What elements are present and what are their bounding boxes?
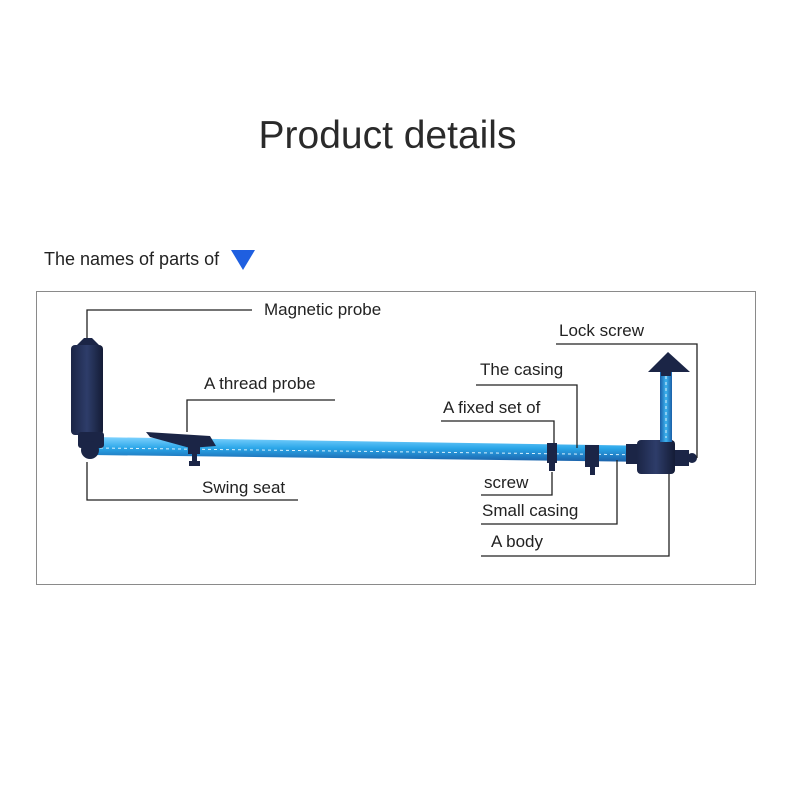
- label-swing-seat: Swing seat: [202, 478, 286, 497]
- page-title: Product details: [258, 114, 517, 157]
- label-fixed-set: A fixed set of: [443, 398, 541, 417]
- label-casing: The casing: [480, 360, 564, 379]
- leader-fixed-set: [441, 420, 555, 443]
- leader-swing-seat: [86, 462, 298, 501]
- magnetic-probe-part: [71, 338, 104, 459]
- vertical-rod: [660, 372, 672, 442]
- subtitle-text: The names of parts of: [44, 248, 220, 269]
- leader-lock-screw: [556, 343, 698, 458]
- triangle-down-icon: [231, 250, 256, 270]
- label-body: A body: [491, 532, 543, 551]
- fixed-set-part: [547, 443, 557, 471]
- leader-screw: [481, 472, 553, 496]
- leader-body: [481, 474, 670, 557]
- small-casing-part: [585, 444, 638, 475]
- body-part: [637, 440, 697, 474]
- label-magnetic-probe: Magnetic probe: [264, 300, 382, 319]
- label-small-casing: Small casing: [482, 501, 579, 520]
- leader-small-casing: [481, 460, 618, 525]
- thread-probe-part: [146, 432, 216, 466]
- diagram-panel: [36, 291, 756, 585]
- lock-screw-part: [648, 352, 690, 376]
- leader-casing: [476, 384, 578, 448]
- leader-thread-probe: [186, 399, 335, 432]
- label-screw: screw: [484, 473, 529, 492]
- label-lock-screw: Lock screw: [559, 321, 645, 340]
- section-subtitle: The names of parts of: [44, 248, 256, 270]
- label-thread-probe: A thread probe: [204, 374, 316, 393]
- leader-magnetic-probe: [86, 309, 252, 338]
- leader-lines: [86, 309, 698, 557]
